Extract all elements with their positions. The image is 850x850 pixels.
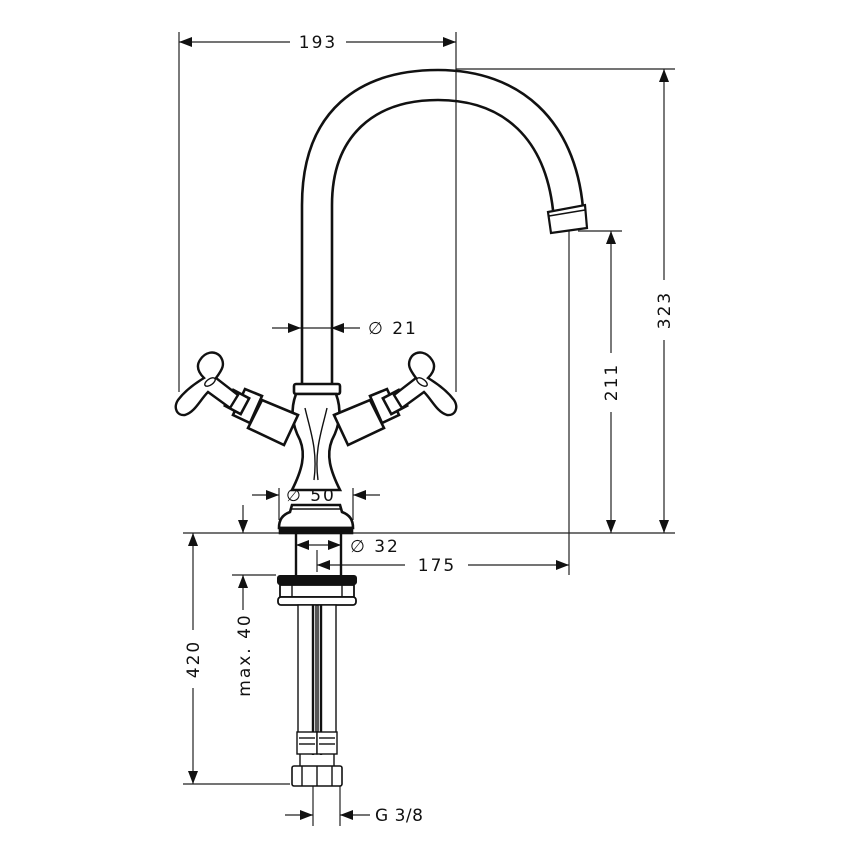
dimension-323: 323 xyxy=(655,69,675,533)
dimension-175: 175 xyxy=(316,550,569,576)
deck-reference-arrow xyxy=(238,505,248,533)
faucet-spout xyxy=(300,68,589,388)
mounting-nut xyxy=(277,575,357,606)
dimension-193-label: 193 xyxy=(299,33,337,53)
dimension-211: 211 xyxy=(602,231,622,533)
dimension-g-3-8-label: G 3/8 xyxy=(375,806,423,826)
dimension-175-label: 175 xyxy=(418,556,456,576)
dimension-323-label: 323 xyxy=(655,291,675,329)
supply-hoses xyxy=(291,604,343,787)
dimension-193: 193 xyxy=(179,33,456,53)
dimension-diameter-21-label: ∅ 21 xyxy=(368,319,418,339)
dimension-420: 420 xyxy=(184,533,204,784)
extension-lines xyxy=(178,32,675,826)
dimension-diameter-21: ∅ 21 xyxy=(272,319,418,339)
dimension-diameter-32: ∅ 32 xyxy=(296,537,400,557)
dimension-420-label: 420 xyxy=(184,640,204,678)
mounting-shank xyxy=(294,533,343,575)
faucet-body xyxy=(277,382,355,535)
left-handle xyxy=(174,351,300,447)
dimension-diameter-32-label: ∅ 32 xyxy=(350,537,400,557)
right-handle xyxy=(332,351,458,447)
dimension-max-40: max. 40 xyxy=(235,575,255,697)
dimension-211-label: 211 xyxy=(602,363,622,401)
dimension-g-3-8: G 3/8 xyxy=(285,806,423,826)
dimension-max-40-label: max. 40 xyxy=(235,613,255,696)
